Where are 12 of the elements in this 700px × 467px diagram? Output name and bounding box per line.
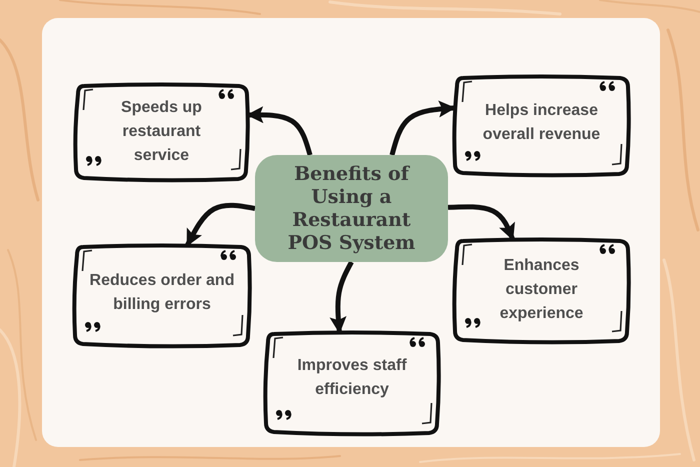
benefit-text: Enhances customer experience bbox=[498, 256, 584, 324]
benefit-text: Helps increase overall revenue bbox=[482, 101, 602, 145]
benefit-frame bbox=[72, 81, 251, 184]
topic-box bbox=[255, 155, 448, 262]
topic-title: Benefits of Using a Restaurant POS System bbox=[286, 162, 416, 254]
benefit-text: Speeds up restaurant service bbox=[120, 98, 203, 166]
benefit-frame bbox=[262, 329, 442, 438]
benefit-text: Improves staff efficiency bbox=[296, 356, 408, 400]
benefit-frame bbox=[451, 73, 632, 179]
benefit-frame bbox=[451, 236, 632, 346]
benefit-text: Reduces order and billing errors bbox=[88, 271, 236, 315]
benefit-frame bbox=[71, 242, 253, 350]
